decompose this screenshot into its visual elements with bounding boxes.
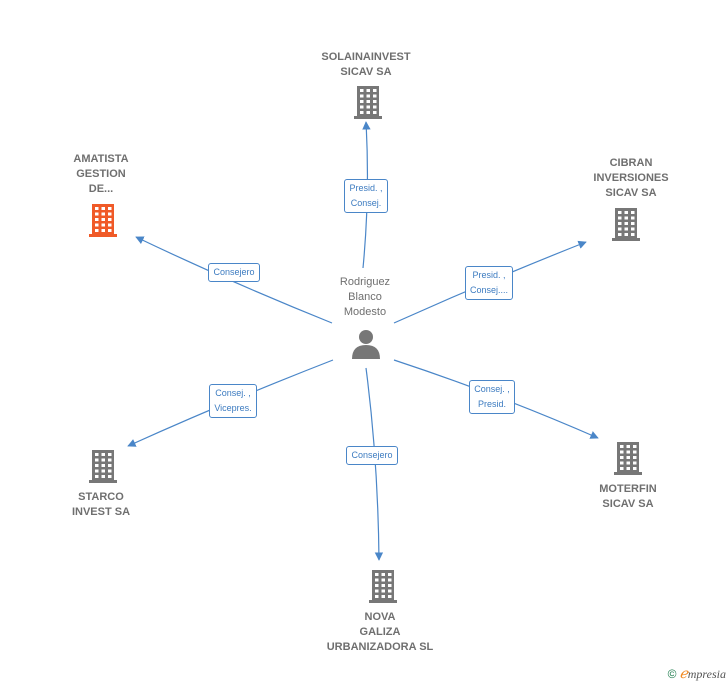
edge-label-cibran: Presid. , Consej.... — [464, 266, 514, 300]
edge-label-amatista: Consejero — [208, 262, 260, 282]
edge-label-solainainvest: Presid. , Consej. — [344, 179, 388, 213]
empresia-logo-initial: ℯ — [679, 667, 688, 682]
company-label-moterfin[interactable]: MOTERFIN SICAV SA — [599, 483, 657, 510]
building-icon-starco[interactable] — [89, 450, 117, 483]
building-icon-nova-galiza[interactable] — [369, 570, 397, 603]
copyright-icon: © — [667, 667, 677, 681]
empresia-logo-text: mpresia — [687, 667, 726, 681]
company-label-amatista[interactable]: AMATISTA GESTION DE... — [73, 153, 129, 195]
edge-label-starco: Consej. , Vicepres. — [209, 384, 257, 418]
company-label-starco[interactable]: STARCO INVEST SA — [71, 491, 131, 518]
center-person-label[interactable]: Rodriguez Blanco Modesto — [339, 276, 391, 318]
company-label-cibran[interactable]: CIBRAN INVERSIONES SICAV SA — [593, 157, 669, 199]
company-label-solainainvest[interactable]: SOLAINAINVEST SICAV SA — [321, 51, 411, 78]
edge-label-moterfin: Consej. , Presid. — [469, 380, 515, 414]
copyright-footer: © ℯmpresia — [668, 666, 726, 683]
company-label-nova-galiza[interactable]: NOVA GALIZA URBANIZADORA SL — [326, 611, 434, 653]
building-icon-cibran[interactable] — [612, 208, 640, 241]
building-icon-solainainvest[interactable] — [354, 86, 382, 119]
edge-label-nova-galiza: Consejero — [346, 445, 398, 465]
building-icon-amatista[interactable] — [89, 204, 117, 237]
building-icon-moterfin[interactable] — [614, 442, 642, 475]
person-icon[interactable] — [352, 330, 380, 359]
